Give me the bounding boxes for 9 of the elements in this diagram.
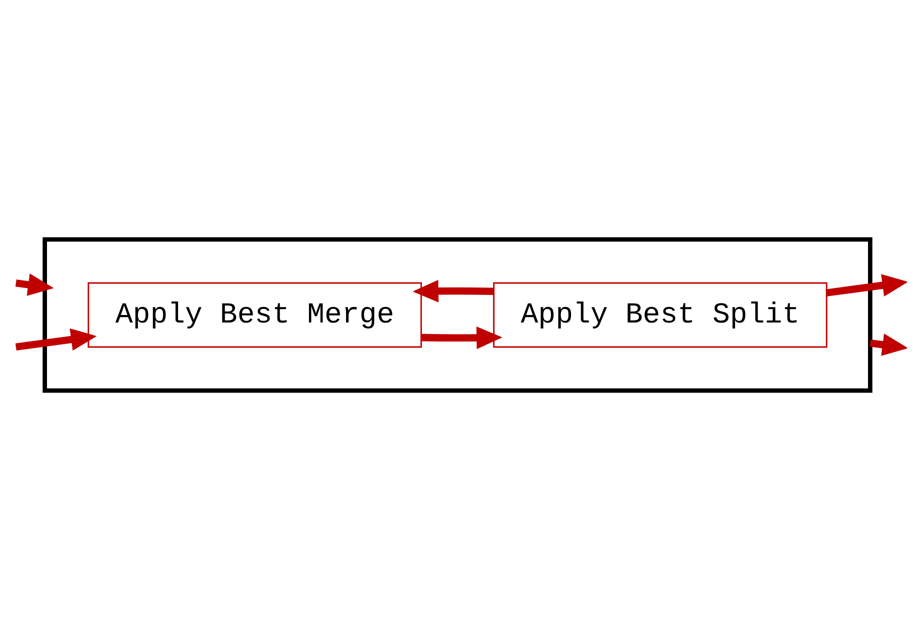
arrow	[15, 328, 97, 350]
cluster	[42, 236, 872, 392]
arrow	[870, 333, 907, 356]
node-box: Apply Best Split	[493, 282, 828, 348]
arrow	[412, 279, 494, 302]
node-box: Apply Best Merge	[88, 282, 422, 348]
arrow	[422, 326, 502, 349]
arrow	[15, 273, 54, 296]
arrow	[826, 274, 907, 296]
